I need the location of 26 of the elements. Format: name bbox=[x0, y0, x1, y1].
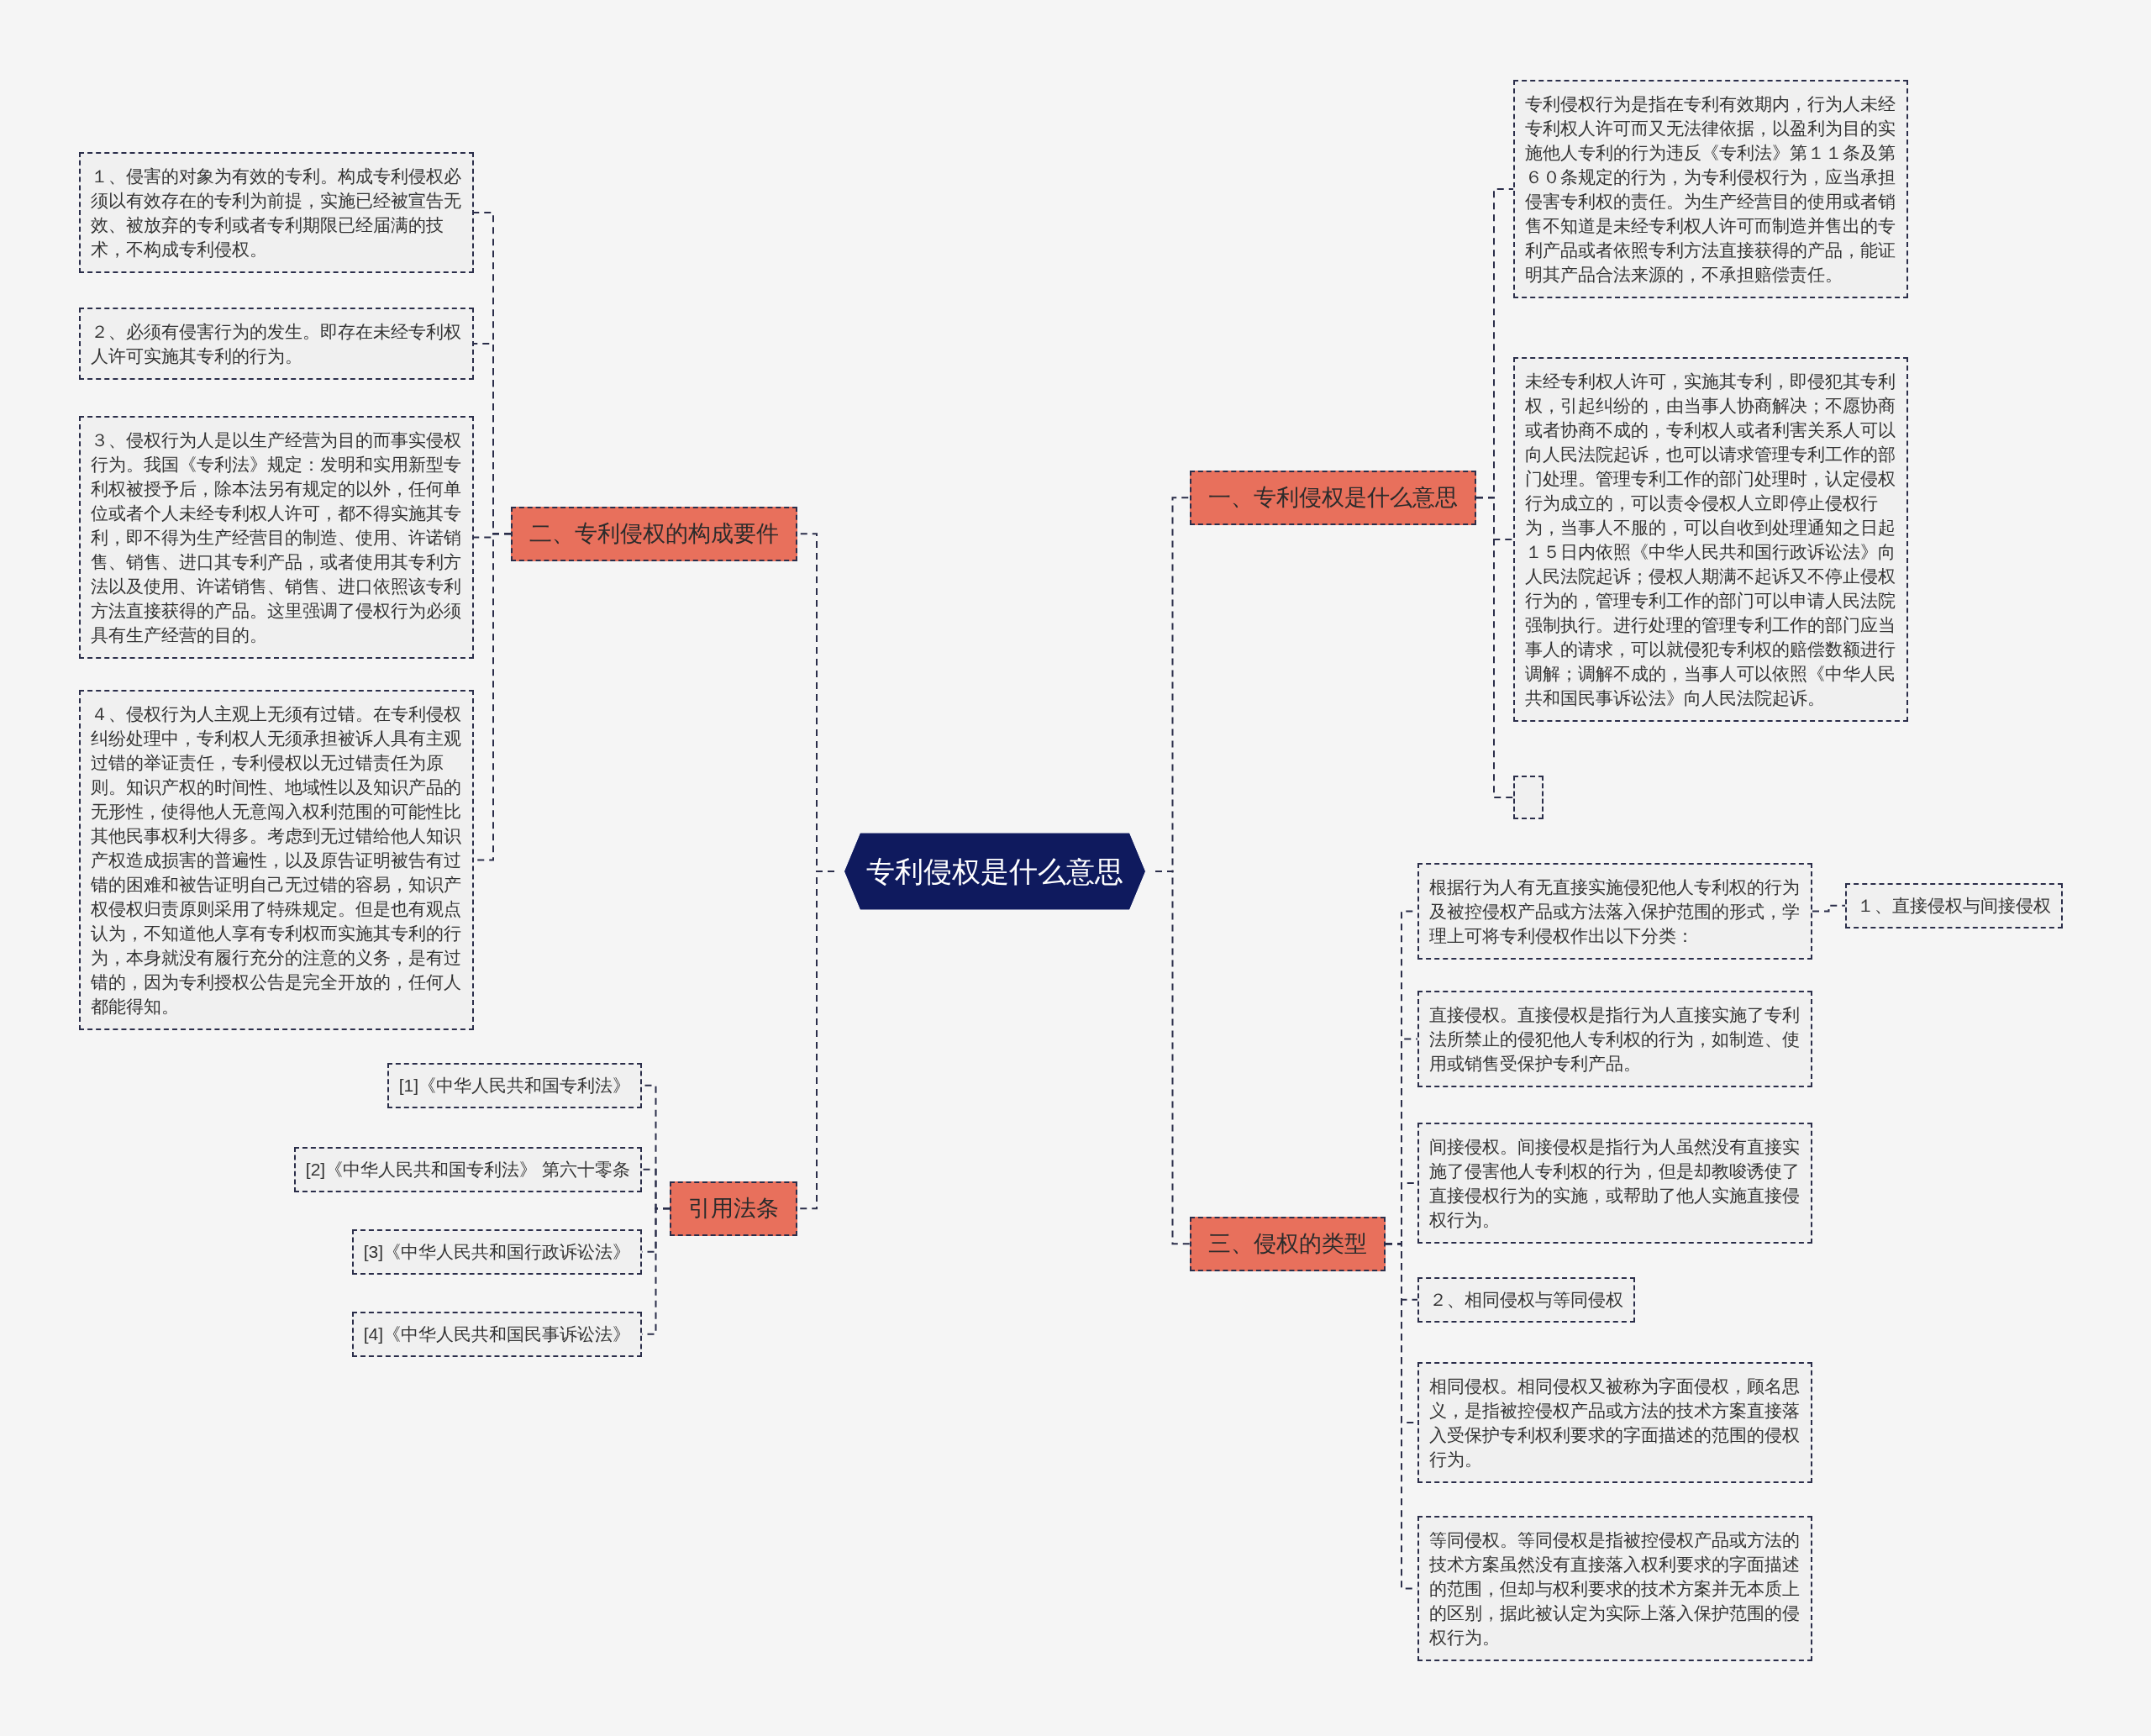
branch-topic: 引用法条 bbox=[670, 1181, 797, 1236]
note-card: 直接侵权。直接侵权是指行为人直接实施了专利法所禁止的侵犯他人专利权的行为，如制造、使用或销售受保护专利产品。 bbox=[1417, 991, 1812, 1087]
reference-card: ２、相同侵权与等同侵权 bbox=[1417, 1277, 1635, 1323]
reference-card: [1]《中华人民共和国专利法》 bbox=[387, 1063, 642, 1108]
note-card: 未经专利权人许可，实施其专利，即侵犯其专利权，引起纠纷的，由当事人协商解决；不愿协商或者协商不成的，专利权人或者利害关系人可以向人民法院起诉，也可以请求管理专利工作的部门处理。管理专利工作的部门处理时，认定侵权行为成立的，可以责令侵权人立即停止侵权行为，当事人不服的，可以自收到处理通知之日起１５日内依照《中华人民共和国行政诉讼法》向人民法院起诉；侵权人期满不起诉又不停止侵权行为的，管理专利工作的部门可以申请人民法院强制执行。进行处理的管理专利工作的部门应当事人的请求，可以就侵犯专利权的赔偿数额进行调解；调解不成的，当事人可以依照《中华人民共和国民事诉讼法》向人民法院起诉。 bbox=[1513, 357, 1908, 722]
reference-card: [3]《中华人民共和国行政诉讼法》 bbox=[351, 1229, 642, 1275]
note-card: 间接侵权。间接侵权是指行为人虽然没有直接实施了侵害他人专利权的行为，但是却教唆诱使了直接侵权行为的实施，或帮助了他人实施直接侵权行为。 bbox=[1417, 1123, 1812, 1244]
reference-card: １、直接侵权与间接侵权 bbox=[1845, 883, 2063, 928]
topic-text: 专利侵权是什么意思 bbox=[865, 854, 1124, 889]
note-card: 相同侵权。相同侵权又被称为字面侵权，顾名思义，是指被控侵权产品或方法的技术方案直接落入受保护专利权利要求的字面描述的范围的侵权行为。 bbox=[1417, 1362, 1812, 1483]
connector-line bbox=[1154, 871, 1191, 1245]
connector-line bbox=[1475, 497, 1514, 798]
reference-card: [2]《中华人民共和国专利法》 第六十零条 bbox=[293, 1147, 642, 1192]
branch-topic: 三、侵权的类型 bbox=[1190, 1217, 1386, 1271]
empty-card bbox=[1513, 776, 1544, 819]
branch-topic: 二、专利侵权的构成要件 bbox=[511, 507, 797, 561]
reference-card: [4]《中华人民共和国民事诉讼法》 bbox=[351, 1312, 642, 1357]
note-card: ３、侵权行为人是以生产经营为目的而事实侵权行为。我国《专利法》规定：发明和实用新型专利权被授予后，除本法另有规定的以外，任何单位或者个人未经专利权人许可，都不得实施其专利，即不得为生产经营目的制造、使用、许诺销售、销售、进口其专利产品，或者使用其专利方法以及使用、许诺销售、销售、进口依照该专利方法直接获得的产品。这里强调了侵权行为必须具有生产经营的目的。 bbox=[79, 416, 474, 659]
branch-topic: 一、专利侵权是什么意思 bbox=[1190, 471, 1476, 525]
note-card: ４、侵权行为人主观上无须有过错。在专利侵权纠纷处理中，专利权人无须承担被诉人具有主观过错的举证责任，专利侵权以无过错责任为原则。知识产权的时间性、地域性以及知识产品的无形性，使得他人无意闯入权利范围的可能性比其他民事权利大得多。考虑到无过错给他人知识产权造成损害的普遍性，以及原告证明被告有过错的困难和被告证明自己无过错的容易，知识产权侵权归责原则采用了特殊规定。但是也有观点认为，不知道他人享有专利权而实施其专利的行为，本身就没有履行充分的注意的义务，是有过错的，因为专利授权公告是完全开放的，任何人都能得知。 bbox=[79, 690, 474, 1030]
note-card: １、侵害的对象为有效的专利。构成专利侵权必须以有效存在的专利为前提，实施已经被宣告无效、被放弃的专利或者专利期限已经届满的技术，不构成专利侵权。 bbox=[79, 152, 474, 273]
note-card: 专利侵权行为是指在专利有效期内，行为人未经专利权人许可而又无法律依据，以盈利为目的实施他人专利的行为违反《专利法》第１１条及第６０条规定的行为，为专利侵权行为，应当承担侵害专利权的责任。为生产经营目的使用或者销售不知道是未经专利权人许可而制造并售出的专利产品或者依照专利方法直接获得的产品，能证明其产品合法来源的，不承担赔偿责任。 bbox=[1513, 80, 1908, 298]
connector-line bbox=[1812, 904, 1846, 913]
note-card: 等同侵权。等同侵权是指被控侵权产品或方法的技术方案虽然没有直接落入权利要求的字面描述的范围，但却与权利要求的技术方案并无本质上的区别，据此被认定为实际上落入保护范围的侵权行为。 bbox=[1417, 1516, 1812, 1661]
note-card: ２、必须有侵害行为的发生。即存在未经专利权人许可实施其专利的行为。 bbox=[79, 308, 474, 380]
note-card: 根据行为人有无直接实施侵犯他人专利权的行为及被控侵权产品或方法落入保护范围的形式，学理上可将专利侵权作出以下分类： bbox=[1417, 863, 1812, 960]
